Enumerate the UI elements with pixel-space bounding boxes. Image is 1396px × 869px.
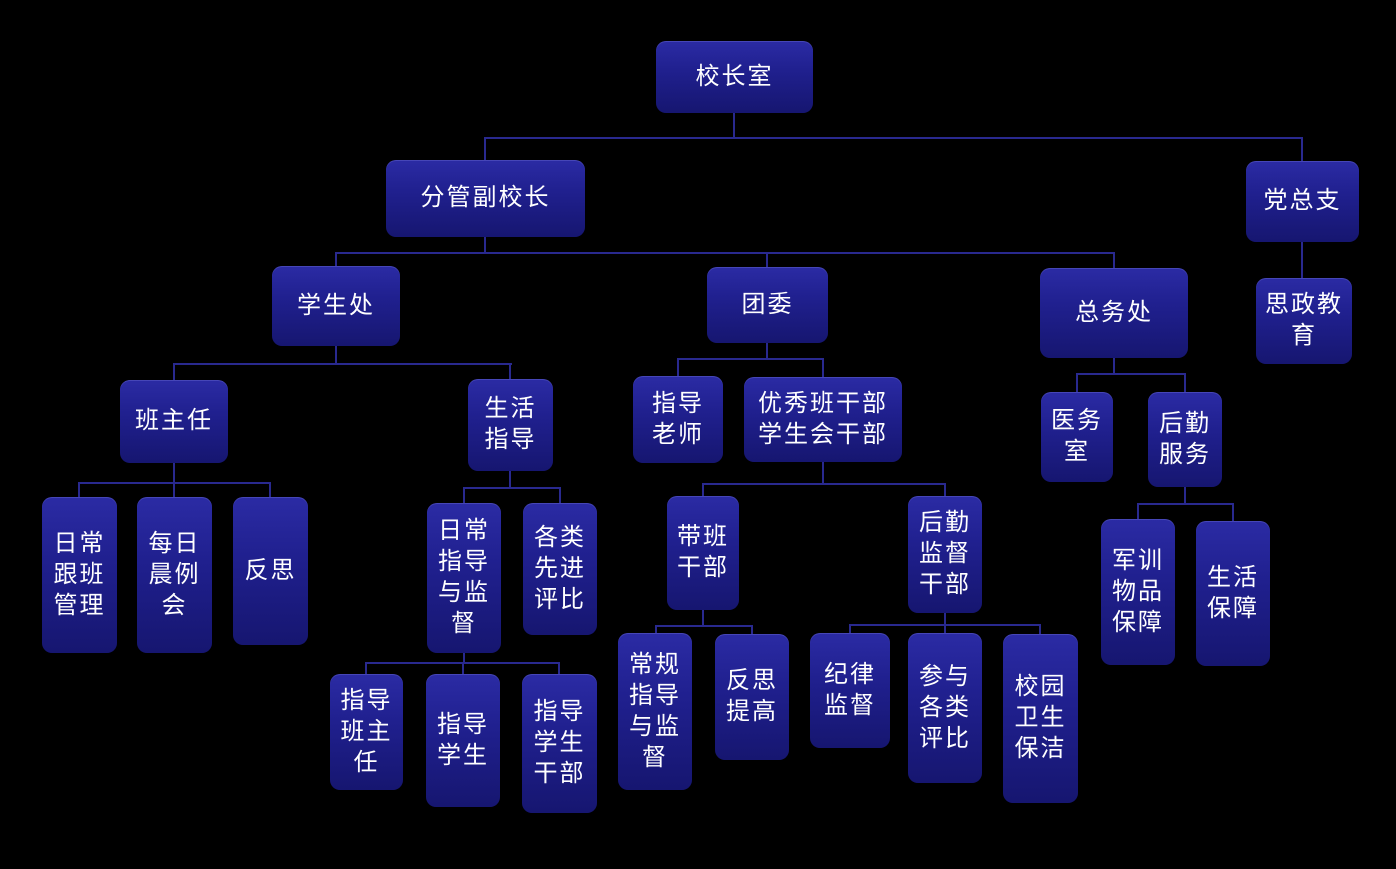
connector-line [677,358,679,377]
connector-line [702,483,946,485]
connector-line [173,363,175,381]
org-node-military-supplies: 军训 物品 保障 [1101,519,1175,665]
connector-line [655,625,657,634]
org-node-life-support: 生活 保障 [1196,521,1270,666]
org-node-advanced-evaluation: 各类 先进 评比 [523,503,597,635]
connector-line [269,482,271,498]
connector-line [463,487,561,489]
org-node-life-guidance: 生活 指导 [468,379,553,471]
connector-line [1184,487,1186,504]
org-node-reflection-improvement: 反思 提高 [715,634,789,760]
connector-line [944,624,946,634]
connector-line [944,483,946,497]
org-node-ideological-education: 思政教 育 [1256,278,1352,364]
connector-line [462,662,464,675]
connector-line [849,624,851,634]
org-node-leading-cadres: 带班 干部 [667,496,739,610]
connector-line [365,662,367,675]
connector-line [1076,373,1186,375]
connector-line [751,625,753,635]
connector-line [173,363,512,365]
connector-line [78,482,80,498]
org-node-daily-guidance-supervision: 日常 指导 与监 督 [427,503,501,653]
connector-line [822,462,824,484]
connector-line [173,482,175,498]
org-node-logistics-service: 后勤 服务 [1148,392,1222,487]
connector-line [702,610,704,626]
connector-line [463,487,465,504]
connector-line [558,662,560,675]
org-node-principal: 校长室 [656,41,813,113]
org-node-class-teacher: 班主任 [120,380,228,463]
connector-line [1137,503,1234,505]
connector-line [484,137,1303,139]
org-node-guide-class-teacher: 指导 班主 任 [330,674,403,790]
org-node-student-affairs: 学生处 [272,266,400,346]
connector-line [766,343,768,359]
connector-line [335,252,1115,254]
connector-line [944,613,946,625]
org-node-vice-principal: 分管副校长 [386,160,585,237]
connector-line [1076,373,1078,393]
connector-line [484,237,486,253]
connector-line [463,653,465,663]
connector-line [559,487,561,504]
connector-line [822,358,824,378]
connector-line [484,137,486,161]
org-node-reflection: 反思 [233,497,308,645]
connector-line [1184,373,1186,393]
connector-line [335,252,337,267]
connector-line [1113,358,1115,374]
connector-line [655,625,753,627]
connector-line [1039,624,1041,635]
org-node-guide-students: 指导 学生 [426,674,500,807]
org-node-outstanding-cadres: 优秀班干部 学生会干部 [744,377,902,462]
connector-line [677,358,824,360]
org-node-logistics-supervision-cadres: 后勤 监督 干部 [908,496,982,613]
connector-line [509,363,511,380]
org-node-morning-meeting: 每日 晨例 会 [137,497,212,653]
connector-line [1232,503,1234,522]
connector-line [733,113,735,138]
org-node-party-branch: 党总支 [1246,161,1359,242]
connector-line [335,346,337,364]
org-node-youth-league: 团委 [707,267,828,343]
org-node-participate-evaluations: 参与 各类 评比 [908,633,982,783]
connector-line [1137,503,1139,520]
connector-line [1113,252,1115,269]
org-node-discipline-supervision: 纪律 监督 [810,633,890,748]
connector-line [509,471,511,488]
org-node-clinic: 医务 室 [1041,392,1113,482]
org-node-general-affairs: 总务处 [1040,268,1188,358]
connector-line [173,463,175,484]
org-node-daily-class-management: 日常 跟班 管理 [42,497,117,653]
org-node-campus-cleaning: 校园 卫生 保洁 [1003,634,1078,803]
connector-line [1301,242,1303,279]
connector-line [766,252,768,268]
connector-line [702,483,704,497]
connector-line [1301,137,1303,163]
org-node-guide-student-cadres: 指导 学生 干部 [522,674,597,813]
org-node-routine-guidance-supervision: 常规 指导 与监 督 [618,633,692,790]
org-node-advisor-teacher: 指导 老师 [633,376,723,463]
